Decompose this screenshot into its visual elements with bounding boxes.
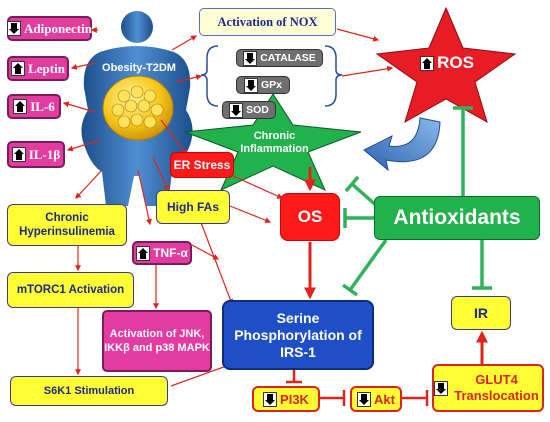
jnk-label: Activation of JNK, IKKβ and p38 MAPK [104, 328, 210, 354]
down-arrow-icon [229, 102, 244, 118]
glut4-label: GLUT4 Translocation [454, 372, 539, 403]
inflammation-label: Chronic Inflammation [240, 130, 309, 155]
green-inhibitor-lines [341, 106, 492, 297]
sod-box: SOD [222, 101, 276, 119]
serine-box: Serine Phosphorylation of IRS-1 [222, 300, 374, 370]
leptin-label: Leptin [28, 60, 65, 76]
antioxidants-box: Antioxidants [374, 196, 540, 240]
er-stress-box: ER Stress [170, 152, 234, 178]
down-arrow-icon [7, 21, 22, 36]
inflammation-star-shape [184, 93, 362, 192]
thick-red-arrows [304, 167, 488, 364]
il1b-box: IL-1β [7, 141, 65, 168]
red-inhibitor-lines [286, 370, 429, 406]
obesity-silhouette-icon [81, 11, 193, 206]
high-fas-label: High FAs [166, 200, 219, 214]
jnk-box: Activation of JNK, IKKβ and p38 MAPK [102, 310, 212, 372]
s6k1-label: S6K1 Stimulation [43, 385, 135, 397]
up-arrow-icon [11, 61, 26, 76]
down-arrow-icon [263, 391, 278, 407]
ros-label-group: ROS [412, 52, 482, 74]
il6-box: IL-6 [7, 94, 61, 119]
antioxidants-label: Antioxidants [393, 206, 521, 229]
leptin-box: Leptin [7, 56, 69, 81]
down-arrow-icon [357, 391, 372, 407]
gpx-label: GPx [260, 79, 282, 91]
pi3k-label: PI3K [280, 391, 309, 407]
glut4-box: GLUT4 Translocation [432, 364, 544, 412]
ros-star-shape [375, 6, 517, 124]
adiponectin-box: Adiponectin [7, 16, 92, 41]
er-stress-label: ER Stress [173, 158, 231, 172]
adiponectin-label: Adiponectin [24, 20, 92, 36]
catalase-box: CATALASE [236, 49, 323, 67]
down-arrow-icon [243, 50, 258, 66]
il6-label: IL-6 [30, 98, 55, 114]
hyperinsulinemia-box: Chronic Hyperinsulinemia [7, 204, 127, 246]
serine-label: Serine Phosphorylation of IRS-1 [234, 309, 362, 360]
ir-box: IR [451, 296, 511, 330]
nox-box: Activation of NOX [199, 8, 336, 36]
ros-label: ROS [437, 53, 474, 72]
ir-label: IR [474, 305, 488, 321]
s6k1-box: S6K1 Stimulation [10, 376, 168, 406]
pi3k-box: PI3K [252, 386, 320, 412]
gpx-box: GPx [236, 76, 290, 94]
up-arrow-icon [136, 245, 151, 261]
enzyme-bracket-left [200, 45, 219, 107]
tnf-label: TNF-α [153, 246, 188, 260]
up-arrow-icon [420, 55, 435, 71]
os-box: OS [280, 193, 340, 241]
down-arrow-icon [243, 77, 258, 93]
akt-box: Akt [350, 386, 402, 412]
nox-label: Activation of NOX [217, 14, 318, 29]
up-arrow-icon [11, 147, 26, 162]
thin-red-arrows [62, 27, 394, 387]
down-arrow-icon [434, 380, 448, 396]
il1b-label: IL-1β [28, 146, 61, 162]
catalase-label: CATALASE [260, 52, 316, 64]
tnf-box: TNF-α [132, 241, 192, 265]
hyperinsulinemia-label: Chronic Hyperinsulinemia [19, 212, 115, 238]
mtorc1-box: mTORC1 Activation [7, 272, 134, 308]
up-arrow-icon [13, 99, 28, 114]
sod-label: SOD [246, 104, 269, 116]
high-fas-box: High FAs [156, 190, 230, 224]
enzyme-bracket-right [324, 45, 343, 107]
akt-label: Akt [374, 391, 395, 407]
ros-to-inflammation-curved-arrow [363, 117, 441, 172]
obesity-label: Obesity-T2DM [102, 62, 176, 74]
mtorc1-label: mTORC1 Activation [16, 284, 125, 296]
os-label: OS [297, 207, 323, 226]
